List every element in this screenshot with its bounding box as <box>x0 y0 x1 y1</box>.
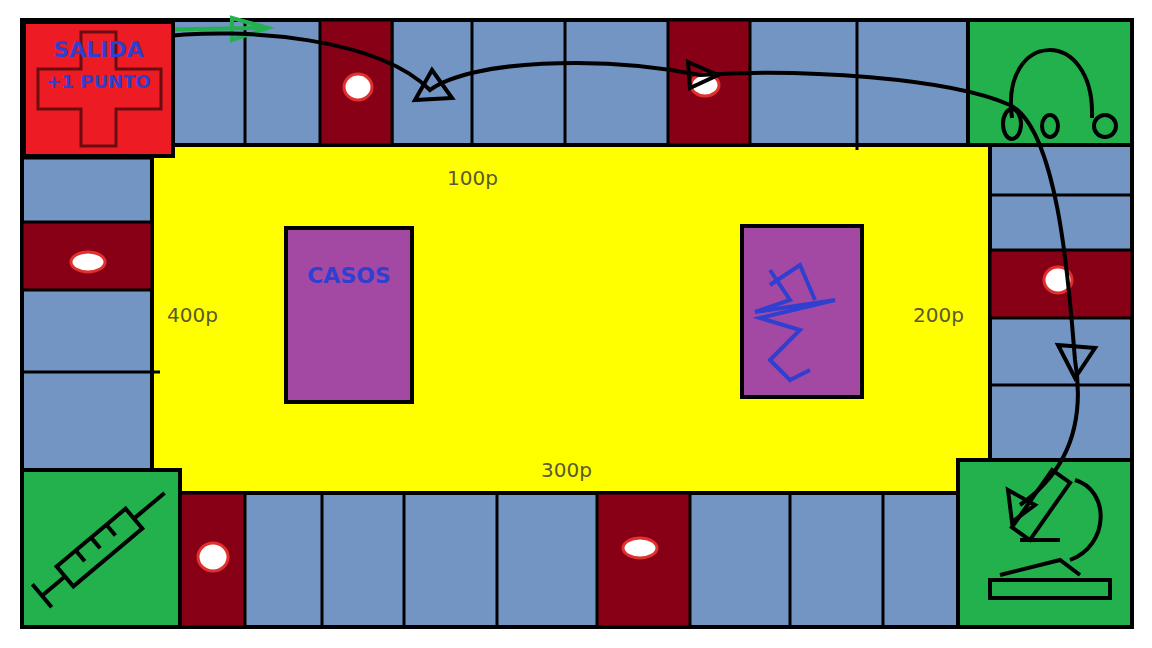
points-label: 400p <box>167 304 218 326</box>
node-title: SALIDA <box>53 38 143 62</box>
route-path <box>150 34 1095 522</box>
scribble <box>755 265 835 380</box>
microscope-icon <box>990 470 1110 598</box>
board-center <box>152 145 990 493</box>
corner-square <box>22 470 180 627</box>
points-label: 200p <box>913 304 964 326</box>
cell-dots <box>71 74 1072 571</box>
cell-lines <box>22 20 1132 627</box>
headphones-icon <box>1003 50 1116 139</box>
points-label: 100p <box>447 167 498 189</box>
card-deck: CASOS <box>284 226 414 404</box>
node-note: +1 PUNTO <box>46 72 150 92</box>
card-deck <box>742 226 862 397</box>
board-track <box>22 20 1132 627</box>
syringe-icon <box>32 481 174 607</box>
start-square: SALIDA +1 PUNTO <box>22 20 175 158</box>
node-title: CASOS <box>307 264 391 288</box>
corner-square <box>968 20 1132 145</box>
points-label: 300p <box>541 459 592 481</box>
special-cells <box>22 20 1132 627</box>
